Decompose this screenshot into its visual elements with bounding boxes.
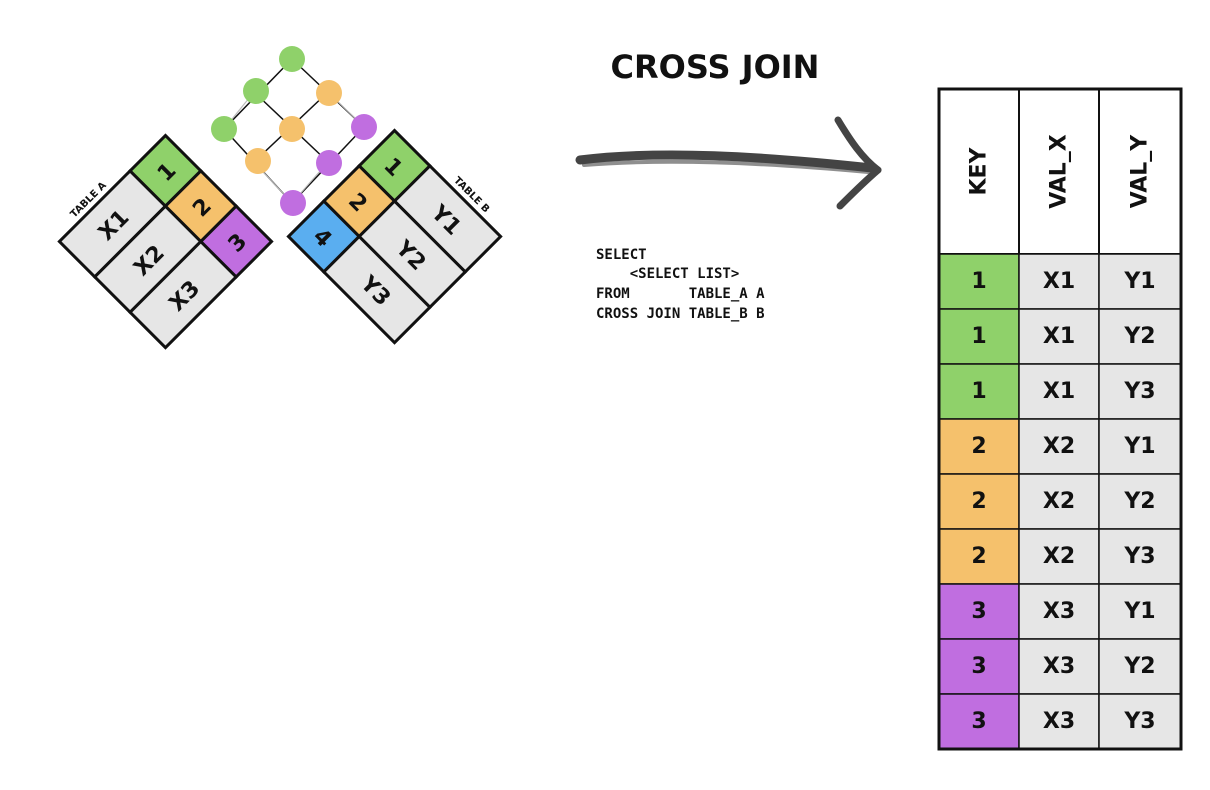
sql-line: CROSS JOIN TABLE_B B — [596, 306, 765, 322]
result-value: Y3 — [1123, 544, 1155, 569]
arrow-icon — [575, 116, 882, 210]
result-cell — [1018, 363, 1100, 420]
result-header: KEY — [967, 146, 992, 195]
result-header: VAL_X — [1047, 134, 1072, 209]
diagram-title: CROSS JOIN — [611, 48, 820, 86]
result-key: 3 — [971, 709, 986, 734]
result-value: X2 — [1043, 544, 1075, 569]
combination-dot — [211, 116, 237, 142]
result-header-cell — [1018, 88, 1100, 255]
result-key: 1 — [971, 324, 986, 349]
result-cell — [938, 693, 1020, 750]
result-value: X1 — [1043, 269, 1075, 294]
result-value: X2 — [1043, 489, 1075, 514]
combination-dot — [351, 114, 377, 140]
result-key: 3 — [971, 654, 986, 679]
result-key: 1 — [971, 379, 986, 404]
combination-dot — [316, 80, 342, 106]
combination-dot — [245, 148, 271, 174]
result-table-border — [937, 87, 1183, 751]
result-value: Y2 — [1123, 489, 1155, 514]
table-b-value-cell — [321, 234, 433, 345]
result-key: 3 — [971, 599, 986, 624]
result-value: Y3 — [1123, 379, 1155, 404]
result-cell — [1098, 473, 1182, 530]
result-value: X1 — [1043, 379, 1075, 404]
result-cell — [938, 583, 1020, 640]
result-cell — [1098, 583, 1182, 640]
result-value: Y1 — [1123, 434, 1155, 459]
sql-line: FROM TABLE_A A — [596, 286, 765, 302]
result-value: X3 — [1043, 709, 1075, 734]
result-value: Y1 — [1123, 599, 1155, 624]
table-b: 1 2 4 Y1 Y2 Y3 TABLE B — [286, 128, 503, 345]
result-value: Y2 — [1123, 324, 1155, 349]
sql-line: <SELECT LIST> — [596, 266, 739, 282]
result-cell — [1018, 253, 1100, 310]
result-value: X1 — [1043, 324, 1075, 349]
combination-dot — [280, 190, 306, 216]
result-value: X3 — [1043, 654, 1075, 679]
combination-dots — [211, 46, 377, 216]
sql-line: SELECT — [596, 247, 647, 263]
combination-dot — [243, 78, 269, 104]
result-value: Y1 — [1123, 269, 1155, 294]
result-cell — [1018, 308, 1100, 365]
combination-dot — [279, 46, 305, 72]
result-cell — [938, 528, 1020, 585]
table-a: 1 2 3 X1 X2 X3 TABLE A — [57, 133, 274, 350]
result-value: X3 — [1043, 599, 1075, 624]
result-key: 1 — [971, 269, 986, 294]
result-cell — [1098, 308, 1182, 365]
result-cell — [1018, 638, 1100, 695]
table-a-key-cell — [198, 204, 274, 280]
combination-dot — [316, 150, 342, 176]
sql-query: SELECT <SELECT LIST> FROM TABLE_A A CROS… — [596, 247, 765, 322]
combination-dot — [279, 116, 305, 142]
result-value: Y2 — [1123, 654, 1155, 679]
result-key: 2 — [971, 489, 986, 514]
result-value: X2 — [1043, 434, 1075, 459]
result-key: 2 — [971, 434, 986, 459]
result-cell — [1018, 693, 1100, 750]
result-header: VAL_Y — [1128, 134, 1153, 209]
result-cell — [1018, 418, 1100, 475]
result-cell — [1018, 528, 1100, 585]
result-value: Y3 — [1123, 709, 1155, 734]
result-key: 2 — [971, 544, 986, 569]
